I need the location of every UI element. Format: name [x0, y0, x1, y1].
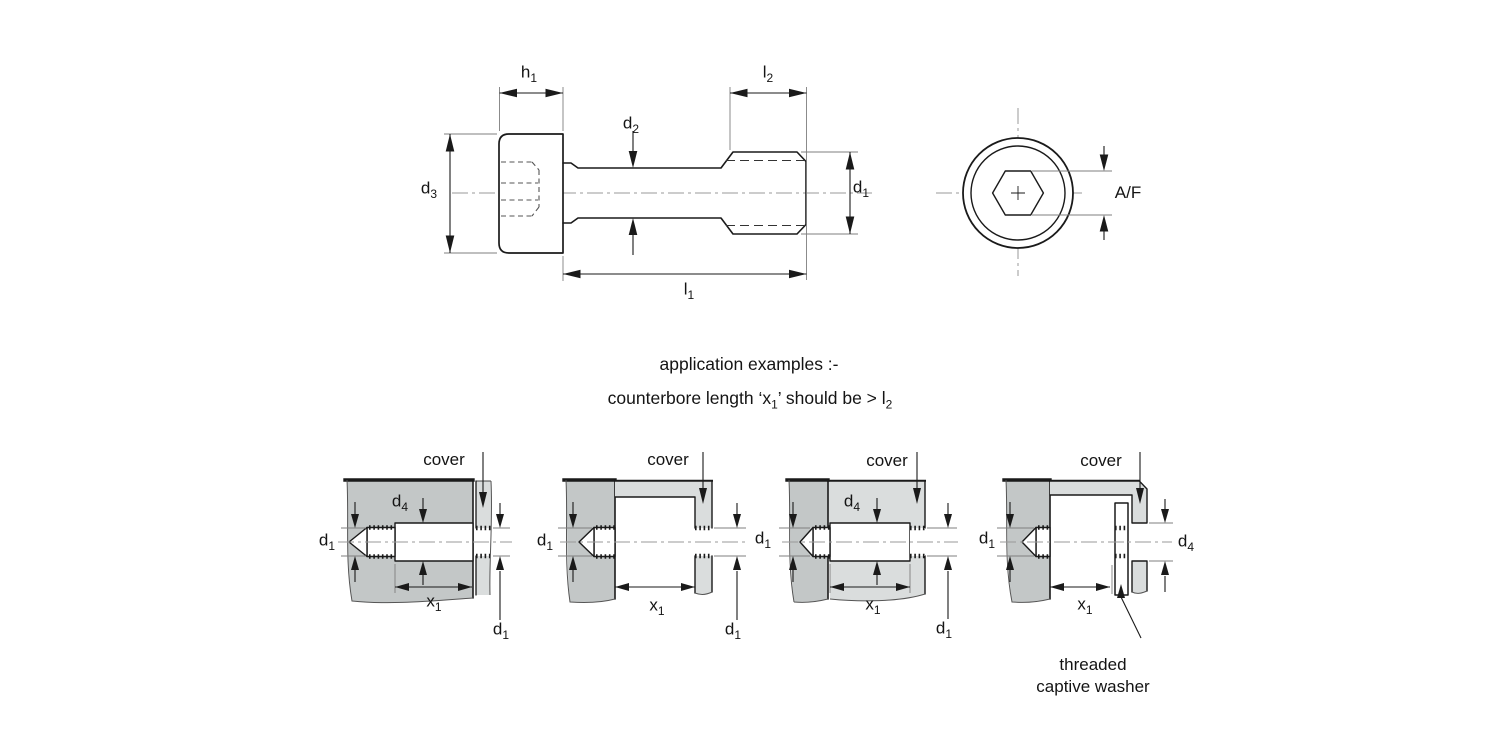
dim-l1	[562, 256, 807, 281]
dim-x1	[615, 583, 695, 591]
dim-label-d1-left-3: d1	[754, 528, 772, 551]
dim-d1-main	[801, 151, 858, 235]
dim-label-x1-4: x1	[1077, 594, 1093, 617]
hidden-socket-lines	[501, 161, 540, 217]
dim-label-x1-2: x1	[649, 595, 665, 618]
dim-d2	[628, 131, 638, 255]
cover-label-1: cover	[423, 450, 465, 470]
dim-x1	[394, 564, 472, 593]
dim-label-x1-3: x1	[865, 594, 881, 617]
screw-head-outline	[498, 133, 564, 254]
dim-d1-left	[341, 502, 366, 582]
captive-washer-note: threaded captive washer	[1036, 654, 1149, 698]
dim-label-d1-left-2: d1	[536, 530, 554, 553]
captive-washer-note-line2: captive washer	[1036, 677, 1150, 696]
dim-d1-right	[927, 503, 957, 619]
dim-d3	[444, 133, 497, 254]
dim-label-d4-3: d4	[843, 491, 861, 514]
dim-d4	[873, 498, 881, 585]
dim-l2	[729, 87, 807, 280]
dim-label-l1: l1	[683, 279, 695, 302]
application-example-4	[997, 452, 1173, 639]
dim-label-d1-right-2: d1	[724, 619, 742, 642]
dim-d1-left	[997, 502, 1034, 582]
dim-label-d4-right-4: d4	[1177, 531, 1195, 554]
dim-label-af: A/F	[1114, 183, 1142, 203]
dim-d1-left	[779, 502, 810, 582]
screw-side-view	[444, 87, 872, 281]
cover-label-3: cover	[866, 451, 908, 471]
washer-leader	[1117, 584, 1142, 639]
captive-washer	[1114, 502, 1129, 596]
dim-label-x1-1: x1	[426, 591, 442, 614]
screw-end-view	[936, 108, 1112, 276]
center-cross	[1011, 186, 1025, 200]
dim-label-d1-main: d1	[852, 177, 870, 200]
dim-d4	[419, 498, 427, 585]
dim-label-d1-left-4: d1	[978, 528, 996, 551]
application-examples-title: application examples :-	[659, 353, 839, 374]
dim-x1	[1050, 565, 1113, 594]
captive-washer-note-line1: threaded	[1059, 655, 1127, 674]
dim-label-h1: h1	[520, 62, 538, 85]
dim-d1-right	[493, 503, 510, 620]
dim-x1	[829, 564, 911, 593]
application-example-2	[558, 452, 748, 620]
dim-label-d4-1: d4	[391, 491, 409, 514]
dim-label-d1-left-1: d1	[318, 530, 336, 553]
dim-h1	[499, 87, 564, 131]
screw-body-outline	[562, 151, 807, 235]
dim-label-d3: d3	[420, 178, 438, 201]
dim-d1-right	[714, 503, 746, 620]
dim-label-d1-right-3: d1	[935, 618, 953, 641]
application-example-1	[338, 452, 512, 620]
dim-d1-left	[558, 502, 592, 582]
dim-label-d2: d2	[622, 113, 640, 136]
dim-d4-right	[1149, 499, 1173, 592]
counterbore-note: counterbore length ‘x1’ should be > l2	[607, 387, 893, 412]
dim-af	[1032, 146, 1112, 240]
cover-label-2: cover	[647, 450, 689, 470]
dim-label-d1-right-1: d1	[492, 619, 510, 642]
cover-label-4: cover	[1080, 451, 1122, 471]
dim-label-l2: l2	[762, 62, 774, 85]
application-example-3	[779, 452, 958, 619]
